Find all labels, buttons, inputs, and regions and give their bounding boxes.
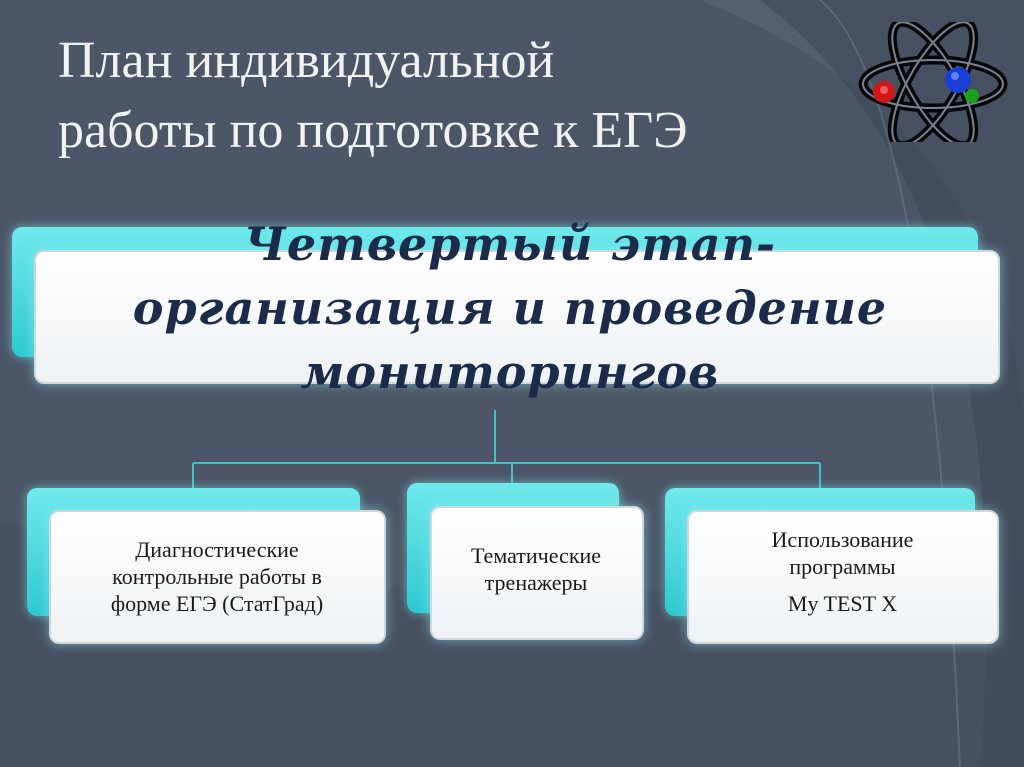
item-box-diagnostics [49,510,386,644]
atom-icon [858,22,1008,142]
item-text-line: Тематические [470,543,602,568]
stage-heading-line-1: Четвертый этап- [243,217,777,271]
item-text-line: форме ЕГЭ (СтатГрад) [110,591,324,616]
item-text-line: тренажеры [484,570,588,595]
item-text-line: Использование [771,527,914,552]
item-box-trainers [430,506,644,640]
slide-title-line-2: работы по подготовке к ЕГЭ [58,102,688,159]
item-text-line: My TEST X [787,591,898,616]
item-text-trainers: Тематические тренажеры [432,542,640,596]
stage-heading-line-2: организация и проведение [132,281,888,335]
slide-title: План индивидуальной работы по подготовке… [58,26,858,166]
stage-heading: Четвертый этап- организация и проведение… [70,212,950,404]
item-box-program [687,510,999,644]
item-text-line: контрольные работы в [112,564,322,589]
item-text-diagnostics: Диагностические контрольные работы в фор… [52,536,382,617]
item-text-line: Диагностические [135,537,299,562]
slide-title-line-1: План индивидуальной [58,32,555,89]
stage-heading-line-3: мониторингов [300,345,720,399]
item-text-line: программы [789,554,896,579]
item-text-program: Использование программы My TEST X [690,526,995,617]
heading-box [34,250,1000,384]
